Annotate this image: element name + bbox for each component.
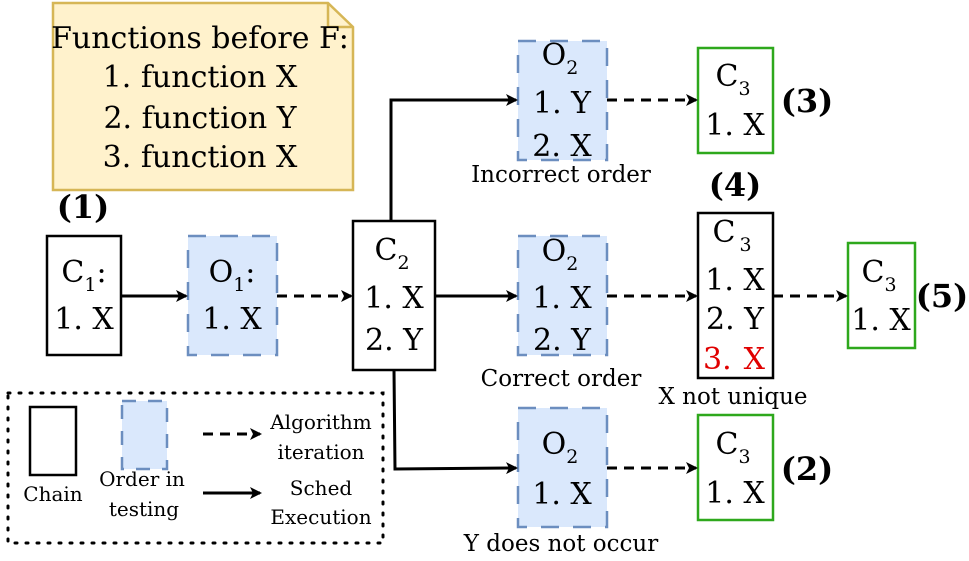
chain-c1: C1: 1. X: [45, 234, 123, 357]
note-line-3: 3. function X: [103, 140, 298, 175]
o2-top-title: O2: [542, 38, 579, 79]
chain-c3-right: C3 1. X: [846, 241, 917, 350]
note-line-1: 1. function X: [103, 60, 298, 95]
c1-line-1: 1. X: [54, 302, 114, 337]
marker-5: (5): [916, 277, 969, 315]
legend: Chain Order in testing Algorithm iterati…: [6, 391, 385, 545]
order-o1: O1: 1. X: [186, 234, 279, 357]
c2-line-2: 2. Y: [365, 323, 424, 358]
c3-bot-line-1: 1. X: [705, 476, 765, 511]
caption-incorrect-order: Incorrect order: [471, 162, 651, 188]
order-o2-top: O2 1. Y 2. X: [516, 38, 609, 164]
c2-title: C2: [374, 233, 409, 274]
caption-x-not-unique: X not unique: [658, 384, 807, 410]
order-o2-middle: O2 1. X 2. Y: [516, 234, 609, 358]
marker-3: (3): [781, 82, 834, 120]
c3-bot-title: C3: [715, 427, 750, 468]
arrow-c2-o2-top: [389, 94, 518, 221]
note-title: Functions before F:: [51, 21, 349, 56]
order-o2-bottom: O2 1. X: [516, 406, 609, 529]
legend-chain-swatch: [28, 405, 78, 477]
legend-order-swatch: [120, 399, 169, 471]
c3-right-title: C3: [861, 255, 896, 296]
chain-c2: C2 1. X 2. Y: [351, 219, 437, 372]
caption-y-does-not-occur: Y does not occur: [463, 531, 658, 557]
o2-bot-title: O2: [542, 427, 579, 468]
c2-line-1: 1. X: [364, 281, 424, 316]
marker-1: (1): [57, 188, 110, 226]
functions-note: Functions before F: 1. function X 2. fun…: [51, 1, 355, 192]
c3-mid-line-2: 2. Y: [706, 302, 765, 337]
c3-right-line-1: 1. X: [851, 303, 911, 338]
c3-mid-line-1: 1. X: [705, 263, 765, 298]
marker-2: (2): [781, 450, 834, 488]
o2-top-line-2: 2. X: [532, 129, 592, 164]
o2-mid-line-2: 2. Y: [533, 323, 592, 358]
arrows: [121, 94, 848, 475]
o1-line-1: 1. X: [202, 302, 262, 337]
note-line-2: 2. function Y: [103, 101, 297, 136]
legend-algo-label-2: iteration: [277, 440, 364, 464]
legend-order-label-1: Order in: [99, 467, 185, 491]
o2-mid-title: O2: [542, 234, 579, 275]
c1-title: C1:: [61, 255, 106, 296]
legend-order-label-2: testing: [109, 497, 179, 521]
legend-sched-label-2: Execution: [270, 505, 371, 529]
marker-4: (4): [709, 166, 762, 204]
chain-c3-top: C3 1. X: [696, 46, 775, 155]
c3-top-title: C3: [715, 59, 750, 100]
o1-title: O1:: [209, 255, 256, 296]
c3-top-line-1: 1. X: [705, 108, 765, 143]
arrow-c2-o2-bot: [392, 369, 518, 475]
legend-sched-label-1: Sched: [290, 476, 353, 500]
o2-bot-line-1: 1. X: [532, 477, 592, 512]
c3-mid-line-3: 3.X: [703, 342, 766, 377]
caption-correct-order: Correct order: [481, 366, 642, 392]
o2-top-line-1: 1. Y: [533, 86, 592, 121]
chain-c3-bottom: C3 1. X: [696, 413, 775, 522]
legend-chain-label: Chain: [23, 482, 83, 506]
o2-mid-line-1: 1. X: [532, 281, 592, 316]
legend-algo-label-1: Algorithm: [269, 410, 372, 434]
